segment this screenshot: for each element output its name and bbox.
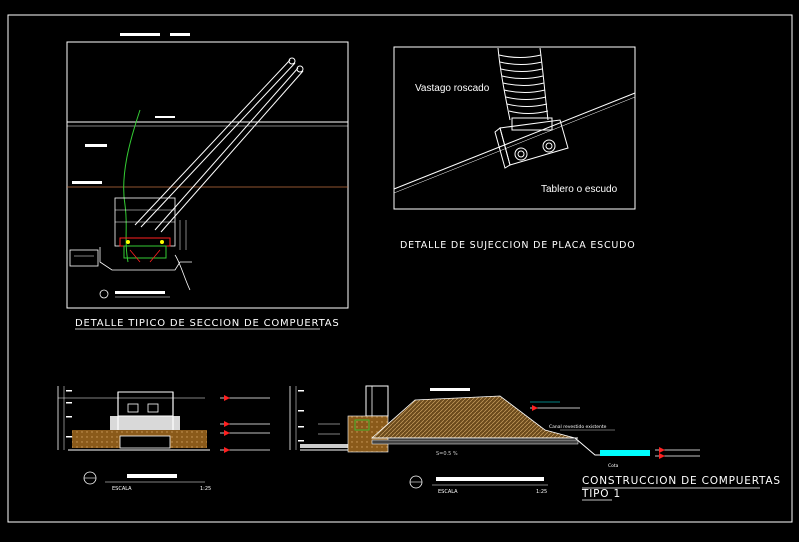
board-label: Tablero o escudo [541,184,618,195]
wall-profile [123,109,141,263]
level-note [155,116,175,118]
clamp-detail-frame [393,46,636,210]
gate-column [365,385,389,417]
threaded-rods [134,57,304,233]
longitudinal-section-view: S=0.5 % Canal revestido existente Cota E… [289,385,700,495]
level-note-2 [85,144,107,147]
section-a-title-bar [127,474,177,478]
section-detail-title: DETALLE TIPICO DE SECCION DE COMPUERTAS [75,318,340,329]
section-title-bar-2 [170,33,190,36]
threaded-rod [497,47,549,121]
sheet-border [7,14,793,523]
clamp-detail-view: Vastago roscado Tablero o escudo [393,46,636,210]
clamp-detail-title: DETALLE DE SUJECCION DE PLACA ESCUDO [400,240,636,251]
section-symbol [99,289,109,299]
slope-label: S=0.5 % [436,451,458,457]
clamp-bracket [494,117,569,169]
section-b-title-bar [436,477,544,481]
construction-subtitle: TIPO 1 [581,488,621,500]
scale-value-b: 1:25 [536,489,547,495]
level-note-3 [72,181,102,184]
cota-label: Cota [608,463,619,469]
section-title-bar [120,33,160,36]
plan-label-bar [115,291,165,294]
scale-value-a: 1:25 [200,486,211,492]
embankment-top-bar [430,388,470,391]
threaded-rod-label: Vastago roscado [415,83,490,94]
channel-base [99,247,192,271]
section-detail-view [66,33,349,309]
section-a-view: ESCALA 1:25 [57,386,270,492]
section-detail-frame [66,41,349,309]
scale-label-a: ESCALA [112,486,132,492]
level-marks-b [318,401,700,459]
side-block [69,249,99,267]
gate-structure [110,416,180,430]
ground-profile [174,254,191,291]
board-line [393,92,636,190]
canal-water [600,450,650,456]
construction-title: CONSTRUCCION DE COMPUERTAS [582,475,781,487]
level-marks-a [220,395,270,453]
gate-box [114,197,187,263]
canal-label: Canal revestido existente [549,424,607,430]
scale-label-b: ESCALA [438,489,458,495]
